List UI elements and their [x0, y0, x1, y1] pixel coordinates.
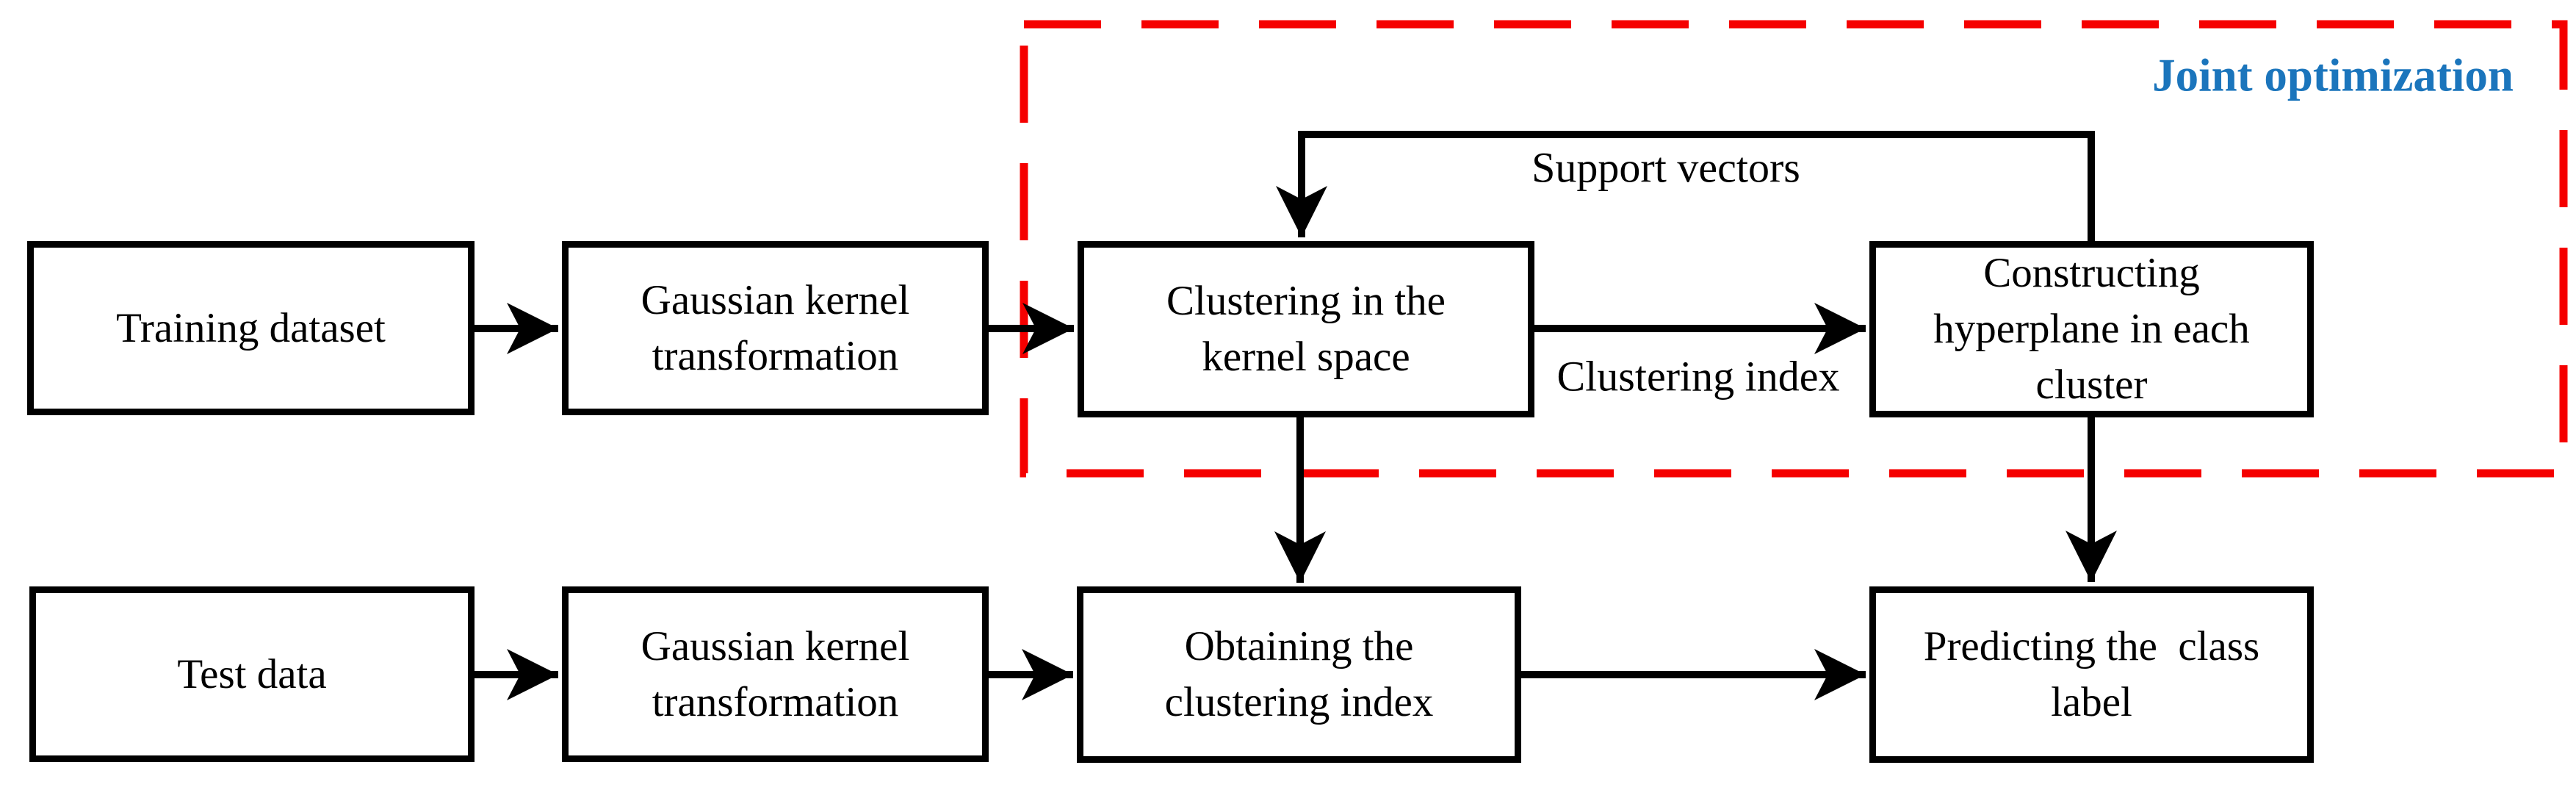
arrow-feedback-support-vectors — [1276, 131, 2095, 243]
box-label: Gaussian kernel transformation — [641, 622, 910, 725]
edge-label-support-vectors: Support vectors — [1531, 143, 1800, 192]
box-test-data: Test data — [29, 586, 475, 762]
joint-optimization-boundary — [1020, 20, 2568, 478]
box-constructing-hyperplane-in-each-cluster: Constructing hyperplane in each cluster — [1869, 241, 2314, 417]
box-label: Training dataset — [116, 304, 386, 351]
box-gaussian-kernel-transformation-bottom: Gaussian kernel transformation — [562, 586, 989, 762]
box-label: Predicting the class label — [1923, 623, 2260, 725]
edge-label-clustering-index: Clustering index — [1556, 352, 1840, 401]
box-training-dataset: Training dataset — [27, 241, 475, 415]
box-obtaining-clustering-index: Obtaining the clustering index — [1077, 586, 1521, 763]
box-predicting-class-label: Predicting the class label — [1869, 586, 2314, 763]
box-label: Constructing hyperplane in each cluster — [1933, 250, 2250, 408]
box-clustering-in-kernel-space: Clustering in the kernel space — [1078, 241, 1534, 417]
box-label: Test data — [177, 650, 327, 697]
box-gaussian-kernel-transformation-top: Gaussian kernel transformation — [562, 241, 989, 415]
box-label: Gaussian kernel transformation — [641, 276, 910, 379]
joint-optimization-label: Joint optimization — [2152, 49, 2514, 101]
box-label: Obtaining the clustering index — [1164, 623, 1434, 725]
box-label: Clustering in the kernel space — [1166, 278, 1446, 380]
